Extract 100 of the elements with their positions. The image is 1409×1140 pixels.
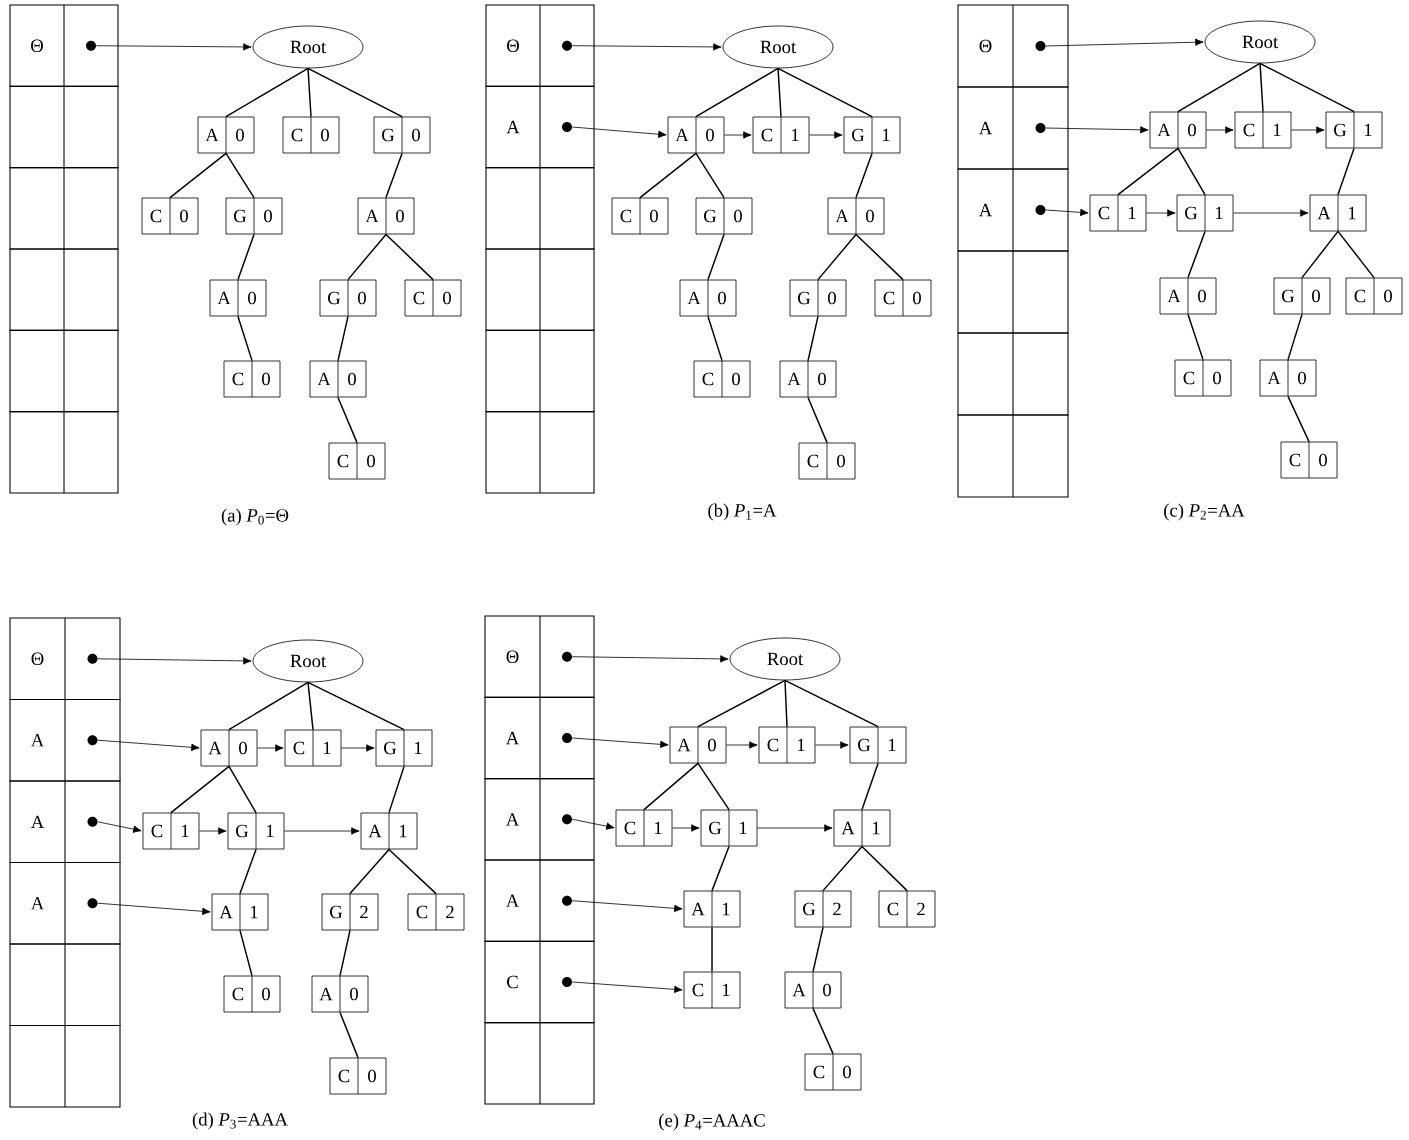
tree-node-box: C 1: [284, 729, 342, 767]
tree-node-box: C 1: [758, 726, 816, 764]
arrow: [726, 741, 758, 749]
tree-node-box: G 1: [375, 729, 433, 767]
tree-line: [639, 152, 697, 199]
tree-node-box: G 1: [1325, 111, 1383, 149]
tree-node-box: G 0: [789, 279, 847, 317]
tree-line: [1117, 147, 1179, 196]
tree-line: [307, 681, 405, 731]
tree-node-box: C 2: [407, 893, 465, 931]
tree-line: [807, 315, 819, 362]
tree-node-box: C 1: [615, 809, 673, 847]
tree-node-box: A 0: [1149, 111, 1207, 149]
caption: (a) P$_{0}$=Θ: [221, 508, 289, 526]
arrow: [571, 126, 667, 138]
tree-line: [784, 679, 879, 728]
tree-node-box: C 2: [878, 890, 936, 928]
tree-node-box: A 1: [683, 890, 741, 928]
table-row: Θ: [9, 617, 121, 701]
table-row: [9, 248, 119, 331]
tree-node-box: A 0: [311, 975, 369, 1013]
tree-line: [1187, 313, 1204, 361]
tree-node-box: C 0: [329, 1057, 387, 1095]
tree-line: [237, 315, 253, 362]
arrow: [571, 43, 722, 51]
table-row: A: [484, 696, 595, 780]
tree-node-box: A 0: [667, 116, 725, 154]
tree-node-box: G 0: [373, 116, 431, 154]
arrow: [1045, 126, 1149, 134]
arrow: [672, 824, 700, 832]
tree-node-box: G 1: [849, 726, 907, 764]
tree-line: [225, 67, 309, 118]
arrow: [571, 655, 729, 663]
arrow: [97, 657, 252, 665]
tree-node-box: G 2: [794, 890, 852, 928]
tree-line: [1187, 230, 1206, 279]
table-row: [485, 167, 595, 250]
arrow: [1233, 209, 1309, 217]
tree-node-box: G 1: [700, 809, 758, 847]
tree-node-box: C 0: [223, 975, 281, 1013]
tree-line: [337, 396, 358, 444]
table-row: A: [485, 85, 595, 169]
arrow: [724, 131, 752, 139]
tree-node-box: C 0: [693, 360, 751, 398]
table-row: Θ: [484, 615, 595, 698]
table-row: [957, 250, 1069, 334]
table-row: [9, 943, 121, 1027]
table-row: [957, 414, 1069, 498]
tree-line: [349, 848, 390, 895]
caption: (c) P$_{2}$=AA: [1164, 503, 1245, 521]
tree-node-box: A 0: [679, 279, 737, 317]
arrow: [571, 737, 669, 748]
tree-node-box: C 0: [1174, 359, 1232, 397]
tree-node-box: G 1: [227, 812, 285, 850]
tree-node-box: A 0: [1259, 359, 1317, 397]
table-row: [957, 332, 1069, 416]
tree-node-box: C 0: [1345, 277, 1403, 315]
tree-node-box: A 0: [827, 197, 885, 235]
arrow: [97, 821, 142, 833]
tree-line: [822, 845, 863, 892]
tree-line: [1337, 230, 1375, 279]
arrow: [815, 741, 849, 749]
tree-line: [777, 67, 873, 118]
tree-line: [1177, 147, 1206, 196]
tree-line: [307, 67, 403, 118]
tree-node-box: G 0: [319, 279, 377, 317]
tree-node-box: A 0: [1159, 277, 1217, 315]
tree-node-box: A 0: [209, 279, 267, 317]
caption: (d) P$_{3}$=AAA: [192, 1112, 288, 1130]
arrow: [571, 981, 683, 993]
arrow: [341, 744, 375, 752]
table-row: [485, 411, 595, 494]
tree-node-box: A 0: [357, 197, 415, 235]
arrow: [1146, 209, 1176, 217]
tree-line: [861, 762, 879, 811]
tree-line: [1259, 62, 1355, 113]
tree-line: [861, 845, 908, 892]
tree-node-box: A 1: [1309, 194, 1367, 232]
tree-line: [812, 1007, 834, 1055]
tree-line: [307, 67, 312, 118]
tree-line: [337, 315, 349, 362]
table-row: [484, 1022, 595, 1105]
tree-line: [695, 67, 779, 118]
tree-line: [307, 681, 314, 731]
tree-node-box: A 0: [197, 116, 255, 154]
tree-line: [695, 152, 725, 199]
tree-line: [1337, 147, 1355, 196]
table-row: A: [9, 780, 121, 864]
arrow: [757, 824, 833, 832]
tree-line: [711, 926, 713, 973]
tree-line: [643, 762, 699, 811]
tree-node-box: C 0: [328, 442, 386, 480]
table-row: A: [957, 168, 1069, 252]
tree-line: [339, 929, 351, 977]
arrow: [1206, 126, 1234, 134]
tree-line: [1287, 395, 1310, 443]
table-row: A: [484, 778, 595, 861]
tree-node-box: C 0: [804, 1053, 862, 1091]
tree-node-box: C 0: [798, 442, 856, 480]
tree-node-box: C 1: [683, 971, 741, 1009]
